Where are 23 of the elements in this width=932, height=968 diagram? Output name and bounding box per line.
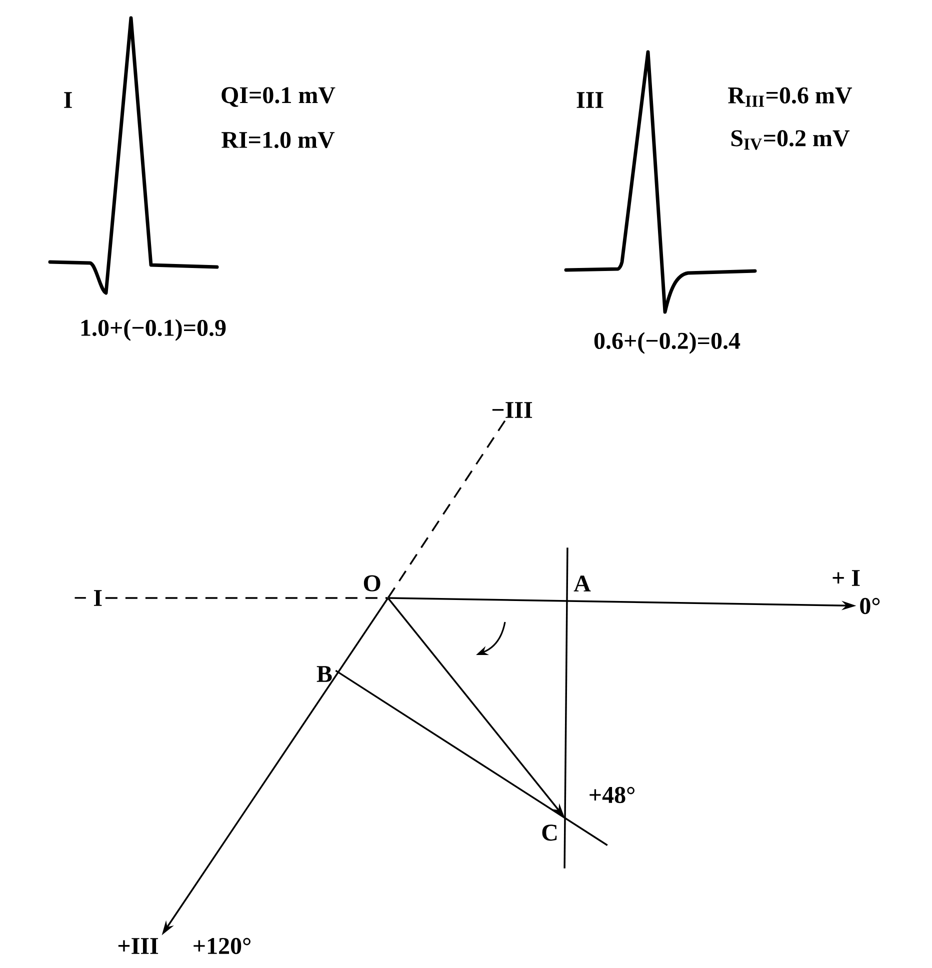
sum-label: 0.6+(−0.2)=0.4 [594,332,740,354]
point-label: C [542,824,557,841]
angle-label: 0° [860,598,880,614]
point-label: O [364,575,380,592]
amplitude-label: S$_{IV}$=0.2 mV [731,130,850,150]
amplitude-label: RI=1.0 mV [222,132,335,148]
axis-label: − I [74,590,102,606]
angle-label: +120° [194,938,250,954]
lead-label: III [576,92,604,108]
dashed-line [105,597,388,599]
line [564,548,568,868]
sum-label: 1.0+(−0.1)=0.9 [81,319,226,341]
dashed-line [387,420,506,598]
amplitude-label: QI=0.1 mV [222,87,336,107]
point-label: B [316,666,332,682]
point-label: A [574,576,591,592]
axis-label: −III [492,402,532,418]
angle-label: +48° [590,786,634,804]
axis-label: +III [118,938,158,954]
lead-label: I [64,92,72,108]
amplitude-label: R$_{III}$=0.6 mV [728,87,852,107]
line [335,670,608,846]
axis-label: + I [832,570,860,586]
